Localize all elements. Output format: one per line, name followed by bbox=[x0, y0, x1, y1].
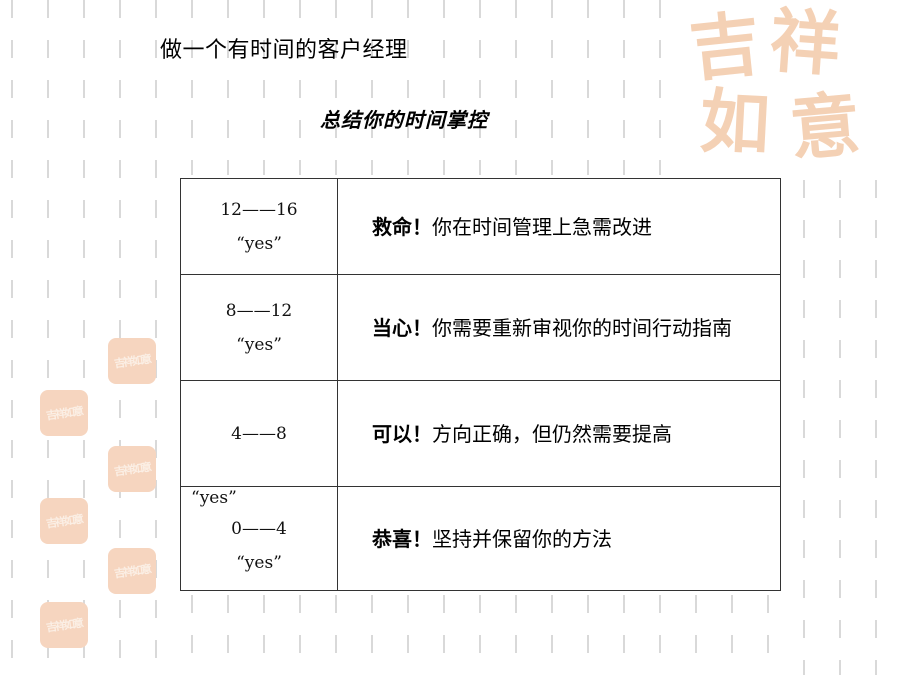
advice-cell: 救命！你在时间管理上急需改进 bbox=[337, 178, 781, 275]
seal-char: 吉 bbox=[685, 1, 765, 92]
table-row: 12——16 “yes” 救命！你在时间管理上急需改进 bbox=[180, 178, 781, 275]
advice-cell: 恭喜！坚持并保留你的方法 bbox=[337, 486, 781, 591]
advice-text: 方向正确，但仍然需要提高 bbox=[432, 421, 672, 446]
advice-lead: 恭喜！ bbox=[372, 526, 432, 551]
advice-lead: 可以！ bbox=[372, 421, 432, 446]
seal-char: 意 bbox=[786, 82, 864, 171]
score-cell: 12——16 “yes” bbox=[180, 178, 338, 275]
table-row: 4——8 可以！方向正确，但仍然需要提高 bbox=[180, 380, 781, 487]
advice-lead: 当心！ bbox=[372, 315, 432, 340]
seal-char: 如 bbox=[697, 79, 773, 166]
auspicious-seal-small: 吉祥如意 bbox=[108, 548, 156, 594]
score-cell: 8——12 “yes” bbox=[180, 274, 338, 381]
advice-text: 坚持并保留你的方法 bbox=[432, 526, 612, 551]
table-row: 8——12 “yes” 当心！你需要重新审视你的时间行动指南 bbox=[180, 274, 781, 381]
auspicious-seal-small: 吉祥如意 bbox=[40, 602, 88, 648]
yes-label: “yes” bbox=[236, 552, 282, 573]
yes-label: “yes” bbox=[191, 488, 237, 508]
advice-cell: 可以！方向正确，但仍然需要提高 bbox=[337, 380, 781, 487]
auspicious-seal-small: 吉祥如意 bbox=[108, 446, 156, 492]
advice-lead: 救命！ bbox=[372, 214, 432, 239]
table-row: “yes” 0——4 “yes” 恭喜！坚持并保留你的方法 bbox=[180, 486, 781, 591]
yes-label: “yes” bbox=[236, 233, 282, 254]
yes-label: “yes” bbox=[236, 334, 282, 355]
auspicious-seal-small: 吉祥如意 bbox=[40, 390, 88, 436]
advice-cell: 当心！你需要重新审视你的时间行动指南 bbox=[337, 274, 781, 381]
score-range: 12——16 bbox=[220, 199, 298, 220]
auspicious-seal-small: 吉祥如意 bbox=[108, 338, 156, 384]
score-cell: 4——8 bbox=[180, 380, 338, 487]
score-range: 4——8 bbox=[231, 423, 287, 444]
time-control-summary-table: 12——16 “yes” 救命！你在时间管理上急需改进 8——12 “yes” … bbox=[180, 178, 781, 591]
auspicious-seal-large: 吉 祥 如 意 bbox=[680, 0, 900, 190]
summary-heading: 总结你的时间掌控 bbox=[320, 108, 488, 132]
seal-char: 祥 bbox=[767, 0, 843, 87]
score-range: 8——12 bbox=[225, 300, 293, 321]
score-range: 0——4 bbox=[231, 518, 287, 539]
score-cell: “yes” 0——4 “yes” bbox=[180, 486, 338, 591]
advice-text: 你在时间管理上急需改进 bbox=[432, 214, 652, 239]
advice-text: 你需要重新审视你的时间行动指南 bbox=[432, 315, 732, 340]
auspicious-seal-small: 吉祥如意 bbox=[40, 498, 88, 544]
page-title: 做一个有时间的客户经理 bbox=[160, 38, 408, 63]
